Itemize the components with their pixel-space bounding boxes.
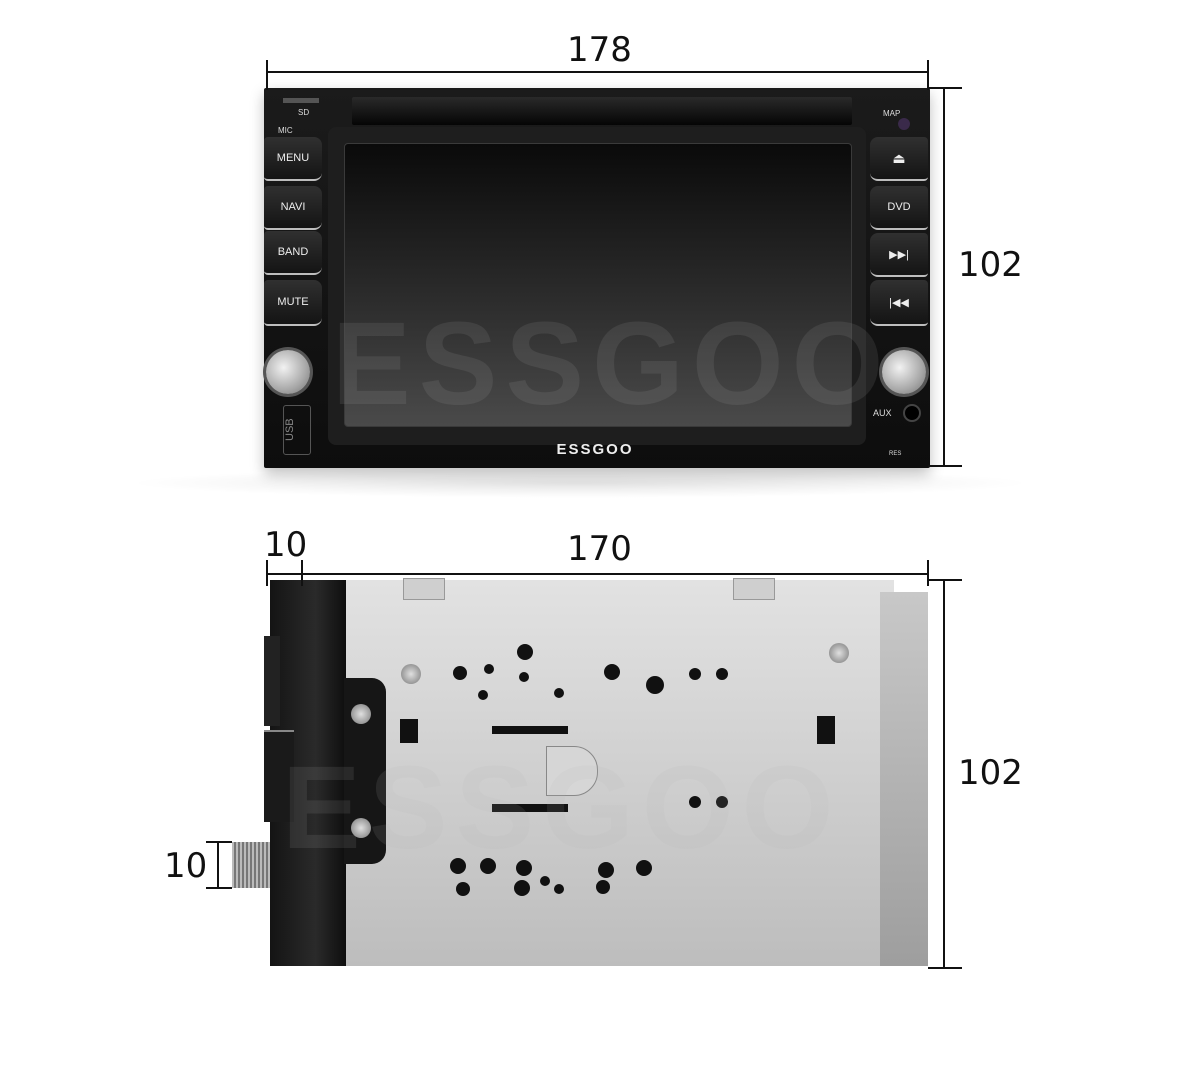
display-screen xyxy=(344,143,852,427)
mount-hole xyxy=(716,796,728,808)
top-tab-left xyxy=(403,578,445,600)
next-track-icon: ▶▶| xyxy=(889,248,909,261)
knob-length-label: 10 xyxy=(164,846,208,886)
map-card-slot xyxy=(898,118,910,130)
screw xyxy=(351,818,371,838)
side-depth-label: 170 xyxy=(567,529,632,569)
front-width-label: 178 xyxy=(567,30,632,70)
mount-hole xyxy=(478,690,488,700)
mount-hole xyxy=(540,876,550,886)
front-height-label: 102 xyxy=(958,245,1023,285)
navi-button-label: NAVI xyxy=(280,201,306,213)
mic-label: MIC xyxy=(278,126,293,135)
mount-hole xyxy=(517,644,533,660)
side-button-block-1 xyxy=(264,636,280,726)
sd-label: SD xyxy=(298,108,310,117)
top-tab-right xyxy=(733,578,775,600)
dvd-button-label: DVD xyxy=(887,201,911,213)
disc-slot xyxy=(352,97,852,125)
slot-hole xyxy=(492,804,568,812)
screw xyxy=(829,643,849,663)
square-hole xyxy=(400,719,418,743)
sd-slot xyxy=(283,98,319,103)
mount-hole xyxy=(596,880,610,894)
previous-track-button[interactable]: |◀◀ xyxy=(870,280,928,326)
mount-hole xyxy=(689,796,701,808)
mount-hole xyxy=(554,688,564,698)
mount-hole xyxy=(716,668,728,680)
knob-stem xyxy=(232,842,270,888)
previous-track-icon: |◀◀ xyxy=(889,296,909,309)
brand-logo: ESSGOO xyxy=(556,441,634,458)
side-button-block-2 xyxy=(264,730,294,822)
screw xyxy=(351,704,371,724)
aux-jack xyxy=(903,404,921,422)
chassis-rear-step xyxy=(880,592,928,966)
side-height-label: 102 xyxy=(958,753,1023,793)
volume-knob[interactable] xyxy=(266,350,310,394)
mount-hole xyxy=(689,668,701,680)
mount-hole xyxy=(514,880,530,896)
mute-button-label: MUTE xyxy=(277,296,309,308)
screw xyxy=(401,664,421,684)
front-reflection xyxy=(125,468,1035,498)
menu-button[interactable]: MENU xyxy=(264,137,322,181)
chassis-side xyxy=(344,580,894,966)
mount-hole xyxy=(480,858,496,874)
mount-hole xyxy=(554,884,564,894)
mount-hole xyxy=(598,862,614,878)
menu-button-label: MENU xyxy=(276,152,310,164)
mount-hole xyxy=(450,858,466,874)
dvd-button[interactable]: DVD xyxy=(870,186,928,230)
map-label: MAP xyxy=(883,109,901,118)
mount-hole xyxy=(646,676,664,694)
tune-knob[interactable] xyxy=(882,350,926,394)
square-hole xyxy=(817,716,835,744)
mute-button[interactable]: MUTE xyxy=(264,280,322,326)
aux-label: AUX xyxy=(873,408,892,418)
band-button-label: BAND xyxy=(277,246,309,258)
eject-button[interactable]: ⏏ xyxy=(870,137,928,181)
cutout xyxy=(546,746,598,796)
faceplate-depth-label: 10 xyxy=(264,525,308,565)
eject-icon: ⏏ xyxy=(892,149,906,166)
watermark-front: ESSGOO xyxy=(332,298,892,430)
mount-hole xyxy=(604,664,620,680)
watermark-side: ESSGOO xyxy=(282,742,842,874)
band-button[interactable]: BAND xyxy=(264,231,322,275)
mount-hole xyxy=(636,860,652,876)
next-track-button[interactable]: ▶▶| xyxy=(870,233,928,277)
res-label: RES xyxy=(889,451,902,457)
slot-hole xyxy=(492,726,568,734)
mount-hole xyxy=(456,882,470,896)
mount-hole xyxy=(519,672,529,682)
navi-button[interactable]: NAVI xyxy=(264,186,322,230)
mount-hole xyxy=(516,860,532,876)
mount-hole xyxy=(484,664,494,674)
mount-hole xyxy=(453,666,467,680)
